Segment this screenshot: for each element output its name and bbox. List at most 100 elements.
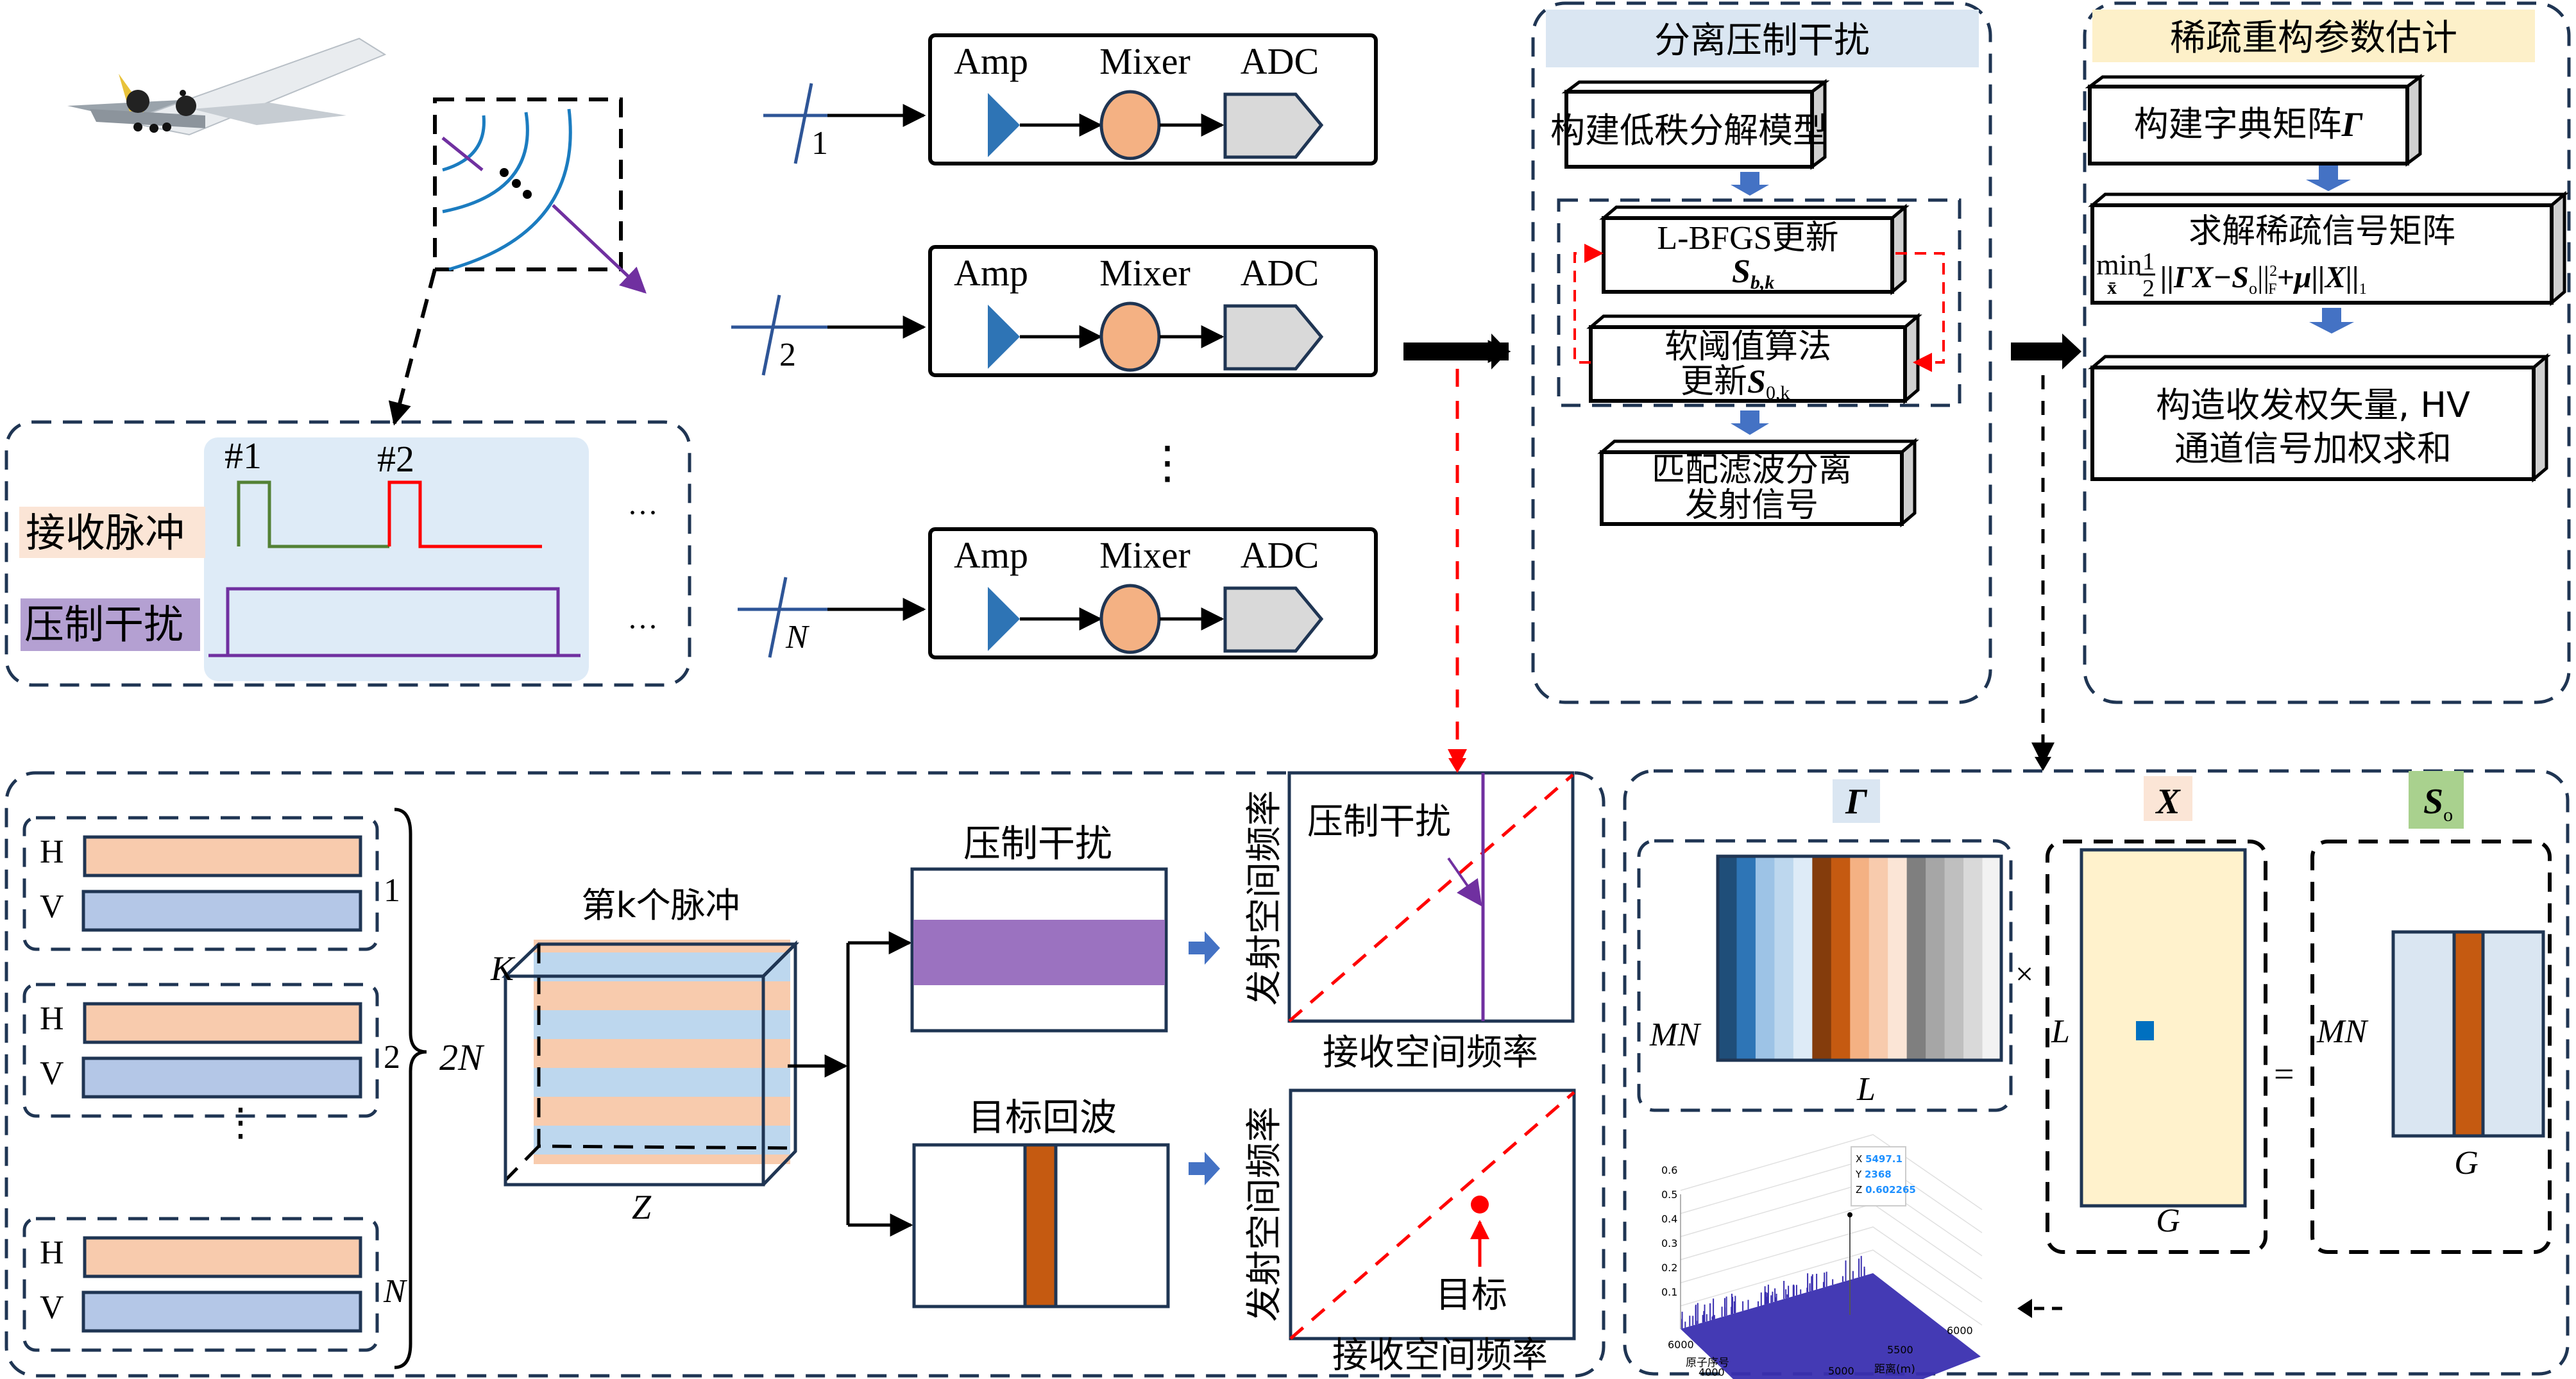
svg-text:Y 2368: Y 2368 [1855, 1169, 1892, 1180]
adc-label: ADC [1241, 252, 1319, 294]
gamma-label: Γ [1845, 782, 1868, 822]
equals-sign: = [2274, 1054, 2294, 1094]
dictionary-atom-column [1774, 856, 1794, 1060]
down-arrow-icon [1731, 172, 1769, 196]
svg-text:2: 2 [2142, 275, 2155, 302]
jamming-ellipsis: ··· [627, 610, 658, 644]
amplifier-icon [988, 587, 1020, 651]
v-channel-label: V [40, 1289, 64, 1326]
brace-label: 2N [439, 1036, 485, 1078]
received-pulse-tag [19, 507, 205, 558]
pulse1-label: #1 [225, 435, 262, 477]
dictionary-atom-column [1868, 856, 1888, 1060]
group-ellipsis: ⋮ [221, 1101, 260, 1144]
surface-plot: X 5497.1 Y 2368 Z 0.602265 0.60.50.40.30… [1661, 1134, 1983, 1379]
step-build-dictionary[interactable]: 构建字典矩阵Γ [2085, 74, 2425, 167]
echo-column [1023, 1143, 1058, 1308]
mixer-label: Mixer [1099, 534, 1191, 576]
matrix-equation-section: Γ MN L × X L G = So MN G [1623, 757, 2570, 1376]
v-channel-label: V [40, 888, 64, 925]
svg-text:min: min [2096, 248, 2142, 281]
s-label: S [2423, 782, 2443, 822]
svg-text:L-BFGS更新: L-BFGS更新 [1657, 220, 1838, 257]
dictionary-atom-column [1906, 856, 1926, 1060]
x-tick: 5500 [1887, 1344, 1913, 1356]
step-build-lowrank-model[interactable]: 构建低秩分解模型 [1550, 79, 1830, 170]
dictionary-atom-column [1831, 856, 1851, 1060]
svg-text:匹配滤波分离: 匹配滤波分离 [1652, 451, 1852, 489]
measurement-target-column [2452, 930, 2485, 1138]
plot2-ylabel: 发射空间频率 [1244, 1106, 1285, 1322]
step-weight-sum[interactable]: 构造收发权矢量, HV 通道信号加权求和 [2088, 353, 2551, 483]
mixer-label: Mixer [1099, 40, 1191, 82]
y-tick: 6000 [1668, 1339, 1694, 1351]
dictionary-atom-column [1888, 856, 1908, 1060]
svg-text:Sb,k: Sb,k [1732, 253, 1774, 293]
down-arrow-icon [1731, 410, 1769, 435]
sparse-estimation-section: 稀疏重构参数估计 构建字典矩阵Γ 求解稀疏信号矩阵 min x̄ 1 2 ||Γ… [2083, 1, 2571, 704]
bus-slash-icon [793, 83, 813, 164]
axis-k-label: K [490, 949, 516, 988]
v-channel-label: V [40, 1055, 64, 1092]
adc-icon [1223, 92, 1324, 159]
data-cube [501, 940, 800, 1187]
h-channel-label: H [40, 1235, 64, 1271]
echo-result-title: 目标回波 [968, 1096, 1117, 1139]
step-lbfgs-update[interactable]: L-BFGS更新 Sb,k [1599, 203, 1910, 296]
jamming-label: 压制干扰 [24, 601, 183, 648]
dictionary-atom-column [1736, 856, 1756, 1060]
svg-text:更新S0,k: 更新S0,k [1681, 362, 1790, 403]
svg-text:Z 0.602265: Z 0.602265 [1856, 1184, 1916, 1196]
surface-mesh [1681, 1273, 1981, 1379]
jamming-tag [21, 598, 200, 651]
s-dim-mn: MN [2316, 1013, 2369, 1050]
bus-slash-icon [768, 577, 788, 658]
jamming-waveform [208, 587, 580, 657]
plot1-annotation: 压制干扰 [1307, 801, 1451, 843]
received-pulse-label: 接收脉冲 [26, 509, 185, 556]
adc-label: ADC [1241, 40, 1319, 82]
bus-slash-icon [761, 294, 781, 376]
times-sign: × [2015, 956, 2033, 992]
amp-label: Amp [954, 252, 1028, 294]
sparse-estimation-title: 稀疏重构参数估计 [2170, 17, 2457, 59]
y-tick: 4000 [1699, 1366, 1725, 1378]
mixer-icon [1099, 301, 1161, 372]
group-index-label: 1 [384, 872, 400, 909]
amplifier-icon [988, 93, 1020, 157]
step-matched-filter[interactable]: 匹配滤波分离 发射信号 [1597, 437, 1919, 528]
pulse1-waveform [237, 480, 389, 548]
svg-text:So: So [2423, 782, 2453, 825]
pulse-timing-panel: 接收脉冲 压制干扰 #1 #2 ··· ··· [4, 420, 691, 687]
gamma-dim-mn: MN [1649, 1017, 1702, 1053]
h-channel-bar [83, 835, 362, 877]
adc-icon [1223, 304, 1324, 371]
pulse-ellipsis: ··· [627, 496, 658, 530]
h-channel-bar [83, 1002, 362, 1044]
h-channel-bar [83, 1236, 362, 1278]
channel-label: 1 [811, 125, 828, 162]
mixer-icon [1099, 584, 1161, 654]
airplane-icon [67, 37, 387, 136]
jamming-result-title: 压制干扰 [963, 822, 1112, 865]
datatip-box [1851, 1146, 1906, 1206]
x-tick: 5000 [1828, 1365, 1854, 1377]
target-spatial-plot: 目标 [1289, 1088, 1576, 1341]
surface-spikes [1681, 1256, 1865, 1329]
channel-label: N [785, 619, 810, 656]
separate-jamming-title: 分离压制干扰 [1654, 20, 1870, 62]
dictionary-atom-column [1793, 856, 1813, 1060]
brace-icon [394, 808, 427, 1369]
svg-text:构建字典矩阵Γ: 构建字典矩阵Γ [2134, 104, 2363, 144]
chain-ellipsis: ⋮ [1145, 439, 1190, 488]
step-soft-threshold-update[interactable]: 软阈值算法 更新S0,k [1586, 312, 1922, 405]
svg-text:1: 1 [2142, 248, 2155, 275]
svg-text:X 5497.1: X 5497.1 [1856, 1153, 1902, 1165]
